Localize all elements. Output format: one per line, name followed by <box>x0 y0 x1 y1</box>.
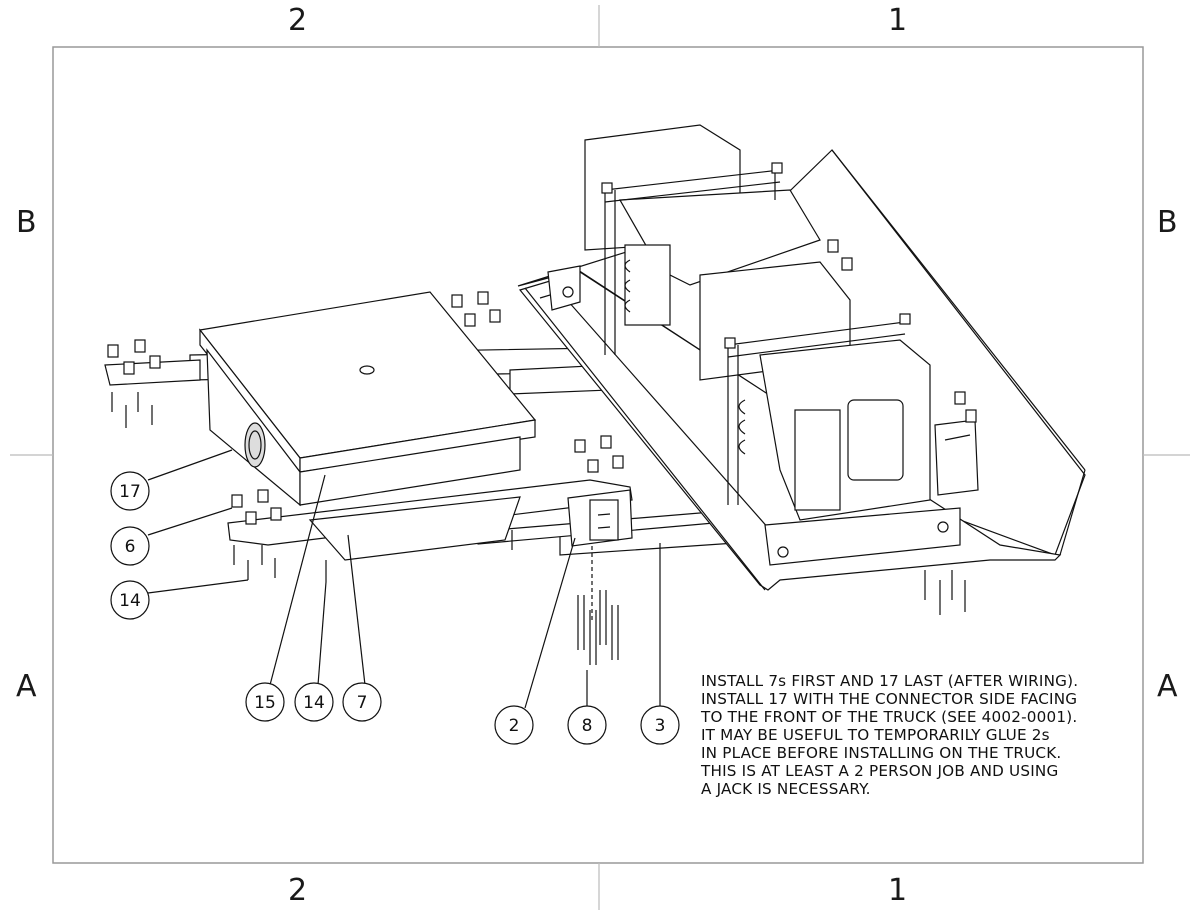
screws <box>111 392 966 615</box>
side-bracket-right <box>934 419 979 496</box>
balloon-15: 15 <box>245 682 285 722</box>
note-line: A JACK IS NECESSARY. <box>701 780 871 798</box>
zone-ticks <box>10 5 1190 910</box>
long-bolts <box>577 590 619 665</box>
leader-lines <box>147 449 661 709</box>
assembly-notes: INSTALL 7s FIRST AND 17 LAST (AFTER WIRI… <box>701 672 1141 798</box>
note-line: INSTALL 7s FIRST AND 17 LAST (AFTER WIRI… <box>701 672 1079 690</box>
transformer-rear <box>584 124 821 326</box>
balloon-label: 14 <box>303 693 325 713</box>
balloon-label: 3 <box>655 716 666 736</box>
nut-cluster <box>107 162 977 525</box>
note-line: INSTALL 17 WITH THE CONNECTOR SIDE FACIN… <box>701 690 1078 708</box>
balloon-label: 7 <box>357 693 368 713</box>
zone-label-bottom-1: 1 <box>888 873 908 908</box>
enclosure-box <box>198 291 537 507</box>
zone-label-right-b: B <box>1157 205 1178 240</box>
zone-label-left-a: A <box>16 669 37 704</box>
balloon-17: 17 <box>110 471 150 511</box>
zone-label-top-1: 1 <box>888 3 908 38</box>
tie-rods <box>604 169 906 505</box>
balloon-label: 8 <box>582 716 593 736</box>
balloon-7: 7 <box>342 682 382 722</box>
note-line: IT MAY BE USEFUL TO TEMPORARILY GLUE 2s <box>701 726 1050 744</box>
balloon-label: 14 <box>119 591 141 611</box>
balloon-8: 8 <box>567 705 607 745</box>
zone-label-left-b: B <box>16 205 37 240</box>
balloon-label: 15 <box>254 693 276 713</box>
note-line: THIS IS AT LEAST A 2 PERSON JOB AND USIN… <box>701 762 1059 780</box>
balloon-2: 2 <box>494 705 534 745</box>
zone-label-bottom-2: 2 <box>288 873 308 908</box>
note-line: TO THE FRONT OF THE TRUCK (SEE 4002-0001… <box>701 708 1078 726</box>
balloon-14-center: 14 <box>294 682 334 722</box>
mounting-bar <box>104 359 633 561</box>
balloon-14-left: 14 <box>110 580 150 620</box>
balloon-label: 2 <box>509 716 520 736</box>
balloon-6: 6 <box>110 526 150 566</box>
balloon-label: 17 <box>119 482 141 502</box>
balloon-3: 3 <box>640 705 680 745</box>
zone-label-right-a: A <box>1157 669 1178 704</box>
note-line: IN PLACE BEFORE INSTALLING ON THE TRUCK. <box>701 744 1062 762</box>
channel-bracket <box>567 489 633 620</box>
zone-label-top-2: 2 <box>288 3 308 38</box>
balloon-label: 6 <box>125 537 136 557</box>
